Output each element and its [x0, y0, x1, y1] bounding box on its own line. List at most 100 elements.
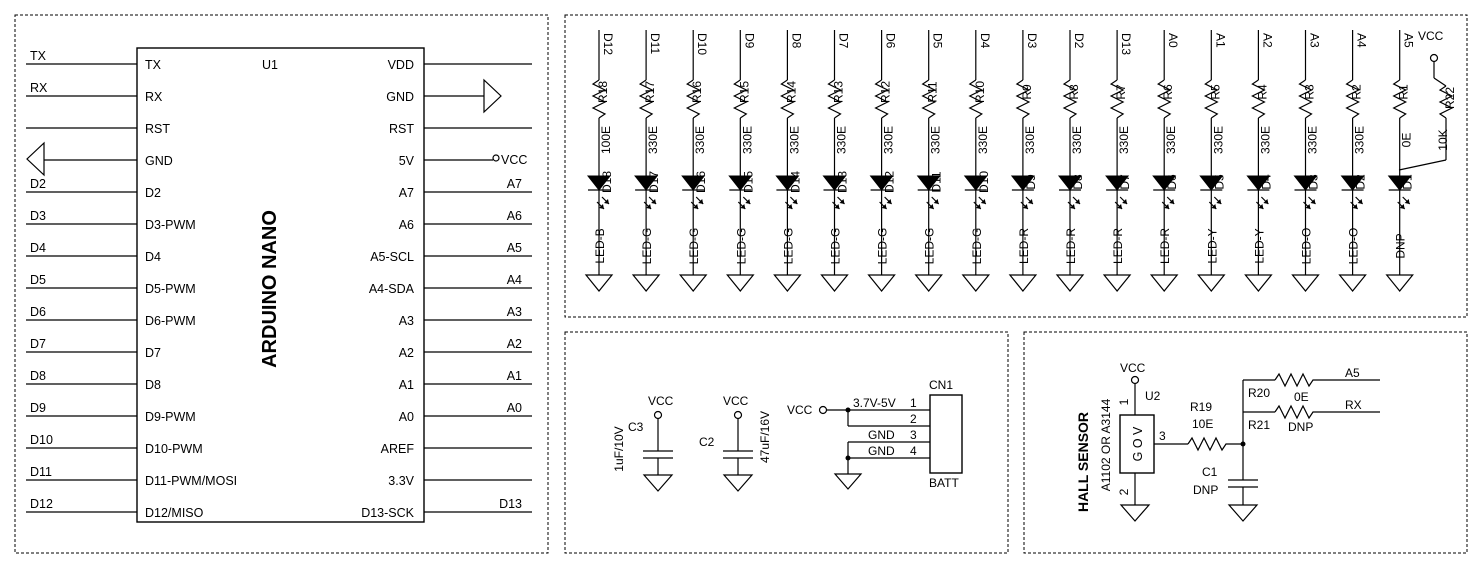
u1-left-net-label: D10	[30, 433, 53, 447]
ground-symbol	[1102, 274, 1132, 292]
ground-symbol	[1055, 274, 1085, 292]
led-color-label: LED-O	[1300, 228, 1314, 265]
led-resistor-value: 330E	[1353, 126, 1367, 154]
ground-symbol	[26, 141, 45, 177]
led-color-label: LED-G	[781, 228, 795, 265]
led-diode	[1105, 175, 1130, 191]
r19-resistor	[1187, 436, 1243, 452]
led-net-label: D7	[837, 33, 851, 49]
ground-symbol	[1119, 504, 1151, 522]
vcc-terminal	[818, 405, 828, 415]
led-color-label: DNP	[1394, 233, 1408, 258]
ground-symbol	[642, 474, 674, 492]
power-panel	[564, 331, 1009, 554]
hall-sensor-section: HALL SENSOR A1102 OR A3144 VCC 1 U2 G O …	[1075, 361, 1380, 522]
led-resistor-value: 330E	[646, 126, 660, 154]
led-resistor	[921, 79, 937, 119]
arduino-nano-u1: U1 ARDUINO NANO TXTXRXRXRSTGNDD2D2D3-PWM…	[26, 47, 532, 523]
led-diode-ref: D5	[1212, 174, 1226, 190]
r22-resistor	[1438, 85, 1454, 119]
cn1-pin4-label: GND	[868, 444, 895, 458]
led-resistor-ref: R11	[926, 81, 940, 102]
led-net-label: D3	[1025, 33, 1039, 49]
led-color-label: LED-G	[829, 228, 843, 265]
led-resistor-ref: R18	[596, 81, 610, 103]
led-net-label: D8	[789, 33, 803, 49]
u1-left-pin-label: D8	[145, 378, 161, 392]
led-color-label: LED-G	[970, 228, 984, 265]
led-resistor	[827, 79, 842, 119]
cn1-pin3-label: GND	[868, 428, 895, 442]
arduino-panel	[14, 14, 549, 554]
u1-right-net-label: D13	[499, 497, 522, 511]
cn1-pin3: 3	[910, 428, 917, 442]
cn1-pin1-label: 3.7V-5V	[853, 396, 896, 410]
u1-left-pin-label: D7	[145, 346, 161, 360]
led-diode	[681, 175, 706, 191]
vcc-terminal	[733, 410, 743, 420]
u1-left-net-label: D5	[30, 273, 46, 287]
led-color-label: LED-R	[1064, 228, 1078, 264]
led-resistor-ref: R3	[1303, 84, 1317, 100]
led-color-label: LED-G	[640, 228, 654, 265]
led-diode-ref: D9	[1024, 174, 1038, 190]
r19-ref: R19	[1190, 400, 1212, 414]
led-diode-ref: D18	[600, 171, 614, 193]
led-resistor-ref: R2	[1350, 84, 1364, 100]
ground-symbol	[678, 274, 708, 292]
hall-part: A1102 OR A3144	[1099, 398, 1113, 491]
u1-left-net-label: D4	[30, 241, 46, 255]
led-diode	[728, 175, 753, 191]
led-resistor-ref: R12	[879, 81, 893, 103]
r20-value: 0E	[1294, 390, 1309, 404]
r22-vcc-label: VCC	[1418, 29, 1444, 43]
led-resistor-ref: R4	[1255, 84, 1269, 100]
led-color-label: LED-O	[1347, 228, 1361, 265]
led-diode	[1152, 175, 1177, 191]
u2-ref: U2	[1145, 389, 1161, 403]
u1-right-net-label: A7	[507, 177, 522, 191]
ground-symbol	[1385, 274, 1414, 292]
led-resistor	[1015, 79, 1031, 119]
cn1-pin4: 4	[910, 444, 917, 458]
led-diode	[1010, 175, 1035, 191]
u1-right-pin-label: 5V	[399, 154, 415, 168]
ground-symbol	[833, 473, 863, 490]
ground-symbol	[1149, 274, 1179, 292]
led-diode	[1340, 175, 1365, 191]
led-resistor-ref: R16	[690, 81, 704, 103]
u1-left-net-label: D6	[30, 305, 46, 319]
led-resistor-value: 330E	[1070, 126, 1084, 154]
led-net-label: D12	[601, 33, 615, 55]
u1-right-pin-label: GND	[386, 90, 414, 104]
u1-right-pin-label: A6	[399, 218, 414, 232]
ground-symbol	[1227, 504, 1259, 522]
r22-ref: R22	[1443, 87, 1457, 109]
u1-left-pin-label: D11-PWM/MOSI	[145, 474, 237, 488]
ground-symbol	[1291, 274, 1320, 292]
u1-right-net-label: A0	[507, 401, 522, 415]
r20-ref: R20	[1248, 386, 1270, 400]
u1-right-pin-label: A3	[399, 314, 414, 328]
u1-right-net-label: VCC	[501, 153, 527, 167]
led-net-label: D4	[978, 33, 992, 49]
c2-vcc-label: VCC	[723, 394, 749, 408]
cn1-body	[929, 394, 963, 474]
led-resistor	[780, 79, 795, 119]
vcc-terminal	[492, 154, 500, 162]
u1-left-net-label: TX	[30, 49, 47, 63]
u1-left-net-label: D11	[30, 465, 52, 479]
led-resistor-ref: R6	[1161, 84, 1175, 100]
r21-value: DNP	[1288, 420, 1313, 434]
c2-value: 47uF/16V	[758, 411, 772, 463]
led-resistor-ref: R10	[973, 81, 987, 103]
